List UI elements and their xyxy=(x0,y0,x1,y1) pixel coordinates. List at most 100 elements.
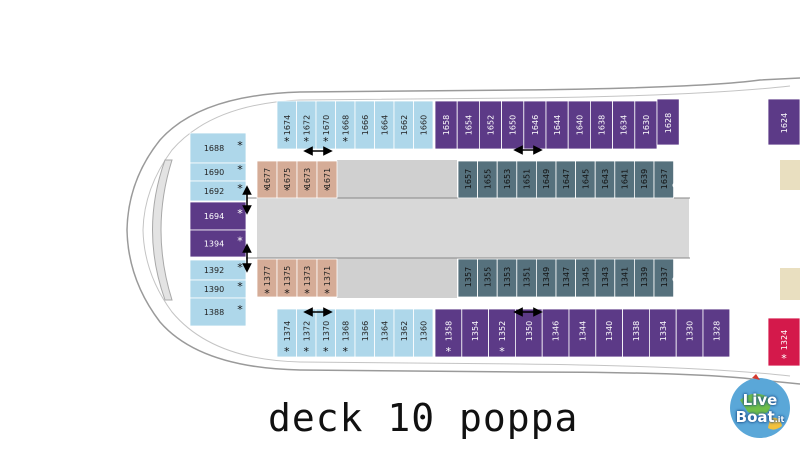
cabin-1371[interactable]: 1371* xyxy=(316,258,338,300)
cabin-1692[interactable]: 1692* xyxy=(189,180,247,202)
cabin-1634[interactable]: 1634 xyxy=(612,100,636,150)
cabin-1653[interactable]: 1653 xyxy=(496,160,518,199)
cabin-1324[interactable]: 1324* xyxy=(767,317,800,367)
cabin-1354[interactable]: 1354 xyxy=(461,308,489,358)
cabin-1372[interactable]: 1372* xyxy=(296,308,317,358)
cabin-1330[interactable]: 1330 xyxy=(675,308,704,358)
cabin-1638[interactable]: 1638 xyxy=(590,100,614,150)
cabin-1674[interactable]: 1674* xyxy=(276,100,297,150)
cabin-1388[interactable]: 1388* xyxy=(189,297,247,327)
cabin-1345[interactable]: 1345 xyxy=(575,258,596,298)
cabin-1337[interactable]: 1337 xyxy=(653,258,675,298)
cabin-1364[interactable]: 1364 xyxy=(374,308,395,358)
cabin-1672[interactable]: 1672* xyxy=(296,100,317,150)
cabin-1655[interactable]: 1655 xyxy=(477,160,498,199)
cabin-1688[interactable]: 1688* xyxy=(189,132,247,164)
cabin-1368[interactable]: 1368* xyxy=(335,308,356,358)
cabin-1694[interactable]: 1694* xyxy=(189,201,247,231)
cabin-1357[interactable]: 1357 xyxy=(457,258,479,298)
cabin-number: 1647 xyxy=(562,169,571,189)
cabin-1630[interactable]: 1630 xyxy=(634,100,658,150)
cabin-number: 1692 xyxy=(204,187,224,196)
cabin-1394[interactable]: 1394* xyxy=(189,229,247,258)
cabin-1675[interactable]: 1675* xyxy=(276,160,298,199)
cabin-star: * xyxy=(343,345,349,358)
cabin-1660[interactable]: 1660 xyxy=(413,100,434,150)
cabin-1390[interactable]: 1390* xyxy=(189,279,247,299)
cabin-1334[interactable]: 1334 xyxy=(649,308,677,358)
cabin-1347[interactable]: 1347 xyxy=(555,258,577,298)
cabin-number: 1690 xyxy=(204,168,224,177)
cabin-1366[interactable]: 1366 xyxy=(354,308,375,358)
cabin-1341[interactable]: 1341 xyxy=(614,258,635,298)
cabin-1657[interactable]: 1657 xyxy=(457,160,479,199)
cabin-1654[interactable]: 1654 xyxy=(456,100,480,150)
cabin-1668[interactable]: 1668* xyxy=(335,100,356,150)
cabin-1338[interactable]: 1338 xyxy=(622,308,650,358)
cabin-number: 1643 xyxy=(601,169,610,189)
cabin-1343[interactable]: 1343 xyxy=(594,258,616,298)
cabin-star: * xyxy=(446,345,452,358)
hull-inner xyxy=(142,85,791,377)
wheelchair-icon: ♿ xyxy=(671,177,682,191)
cabin-1650[interactable]: 1650 xyxy=(501,100,525,150)
cabin-1351[interactable]: 1351 xyxy=(516,258,537,298)
cabin-1647[interactable]: 1647 xyxy=(555,160,577,199)
cabin-1624[interactable]: 1624 xyxy=(767,98,800,146)
cabin-1346[interactable]: 1346 xyxy=(541,308,570,358)
cabin-number: 1645 xyxy=(581,169,590,189)
cabin-number: 1646 xyxy=(531,115,540,135)
cabin-1670[interactable]: 1670* xyxy=(315,100,336,150)
cabin-1358[interactable]: 1358* xyxy=(434,308,463,358)
cabin-number: 1372 xyxy=(302,321,311,341)
cabin-1344[interactable]: 1344 xyxy=(568,308,597,358)
cabin-1645[interactable]: 1645 xyxy=(575,160,596,199)
cabin-1353[interactable]: 1353 xyxy=(496,258,518,298)
cabin-number: 1651 xyxy=(523,169,532,189)
cabin-1637[interactable]: 1637 xyxy=(653,160,675,199)
cabin-1673[interactable]: 1673* xyxy=(296,160,318,199)
cabin-1392[interactable]: 1392* xyxy=(189,259,247,281)
cabin-1350[interactable]: 1350 xyxy=(515,308,543,358)
logo-name-2: Boat xyxy=(735,408,775,426)
cabin-1362[interactable]: 1362 xyxy=(393,308,414,358)
cabin-1643[interactable]: 1643 xyxy=(594,160,616,199)
cabin-1671[interactable]: 1671* xyxy=(316,160,338,199)
cabin-number: 1675 xyxy=(283,168,292,188)
cabin-1355[interactable]: 1355 xyxy=(477,258,498,298)
cabin-1646[interactable]: 1646 xyxy=(523,100,547,150)
cabin-1690[interactable]: 1690* xyxy=(189,162,247,182)
cabin-1339[interactable]: 1339 xyxy=(634,258,655,298)
cabin-number: 1339 xyxy=(640,267,649,287)
cabin-1370[interactable]: 1370* xyxy=(315,308,336,358)
cabin-1666[interactable]: 1666 xyxy=(354,100,375,150)
cabin-1644[interactable]: 1644 xyxy=(545,100,569,150)
cabin-number: 1346 xyxy=(552,321,561,341)
cabin-number: 1366 xyxy=(361,321,370,341)
cabin-1349[interactable]: 1349 xyxy=(536,258,557,298)
cabin-1651[interactable]: 1651 xyxy=(516,160,537,199)
cabin-1640[interactable]: 1640 xyxy=(567,100,591,150)
cabin-1639[interactable]: 1639 xyxy=(634,160,655,199)
cabin-1373[interactable]: 1373* xyxy=(296,258,318,300)
cabin-1375[interactable]: 1375* xyxy=(276,258,298,300)
cabin-number: 1344 xyxy=(578,321,587,341)
cabin-1664[interactable]: 1664 xyxy=(374,100,395,150)
cabin-number: 1353 xyxy=(503,267,512,287)
cabin-1340[interactable]: 1340 xyxy=(595,308,623,358)
cabin-1652[interactable]: 1652 xyxy=(478,100,502,150)
logo-suffix: .it xyxy=(774,415,785,424)
cabin-1377[interactable]: 1377* xyxy=(256,258,278,300)
cabin-1374[interactable]: 1374* xyxy=(276,308,297,358)
cabin-1649[interactable]: 1649 xyxy=(536,160,557,199)
cabin-number: 1338 xyxy=(632,321,641,341)
cabin-1328[interactable]: 1328 xyxy=(702,308,731,358)
cabin-1658[interactable]: 1658 xyxy=(434,100,458,150)
cabin-1662[interactable]: 1662 xyxy=(393,100,414,150)
cabin-1677[interactable]: 1677* xyxy=(256,160,278,199)
cabin-1628[interactable]: 1628 xyxy=(656,98,680,146)
cabin-1352[interactable]: 1352* xyxy=(488,308,516,358)
cabin-1641[interactable]: 1641 xyxy=(614,160,635,199)
cabin-1360[interactable]: 1360 xyxy=(413,308,434,358)
cabin-number: 1374 xyxy=(283,321,292,341)
